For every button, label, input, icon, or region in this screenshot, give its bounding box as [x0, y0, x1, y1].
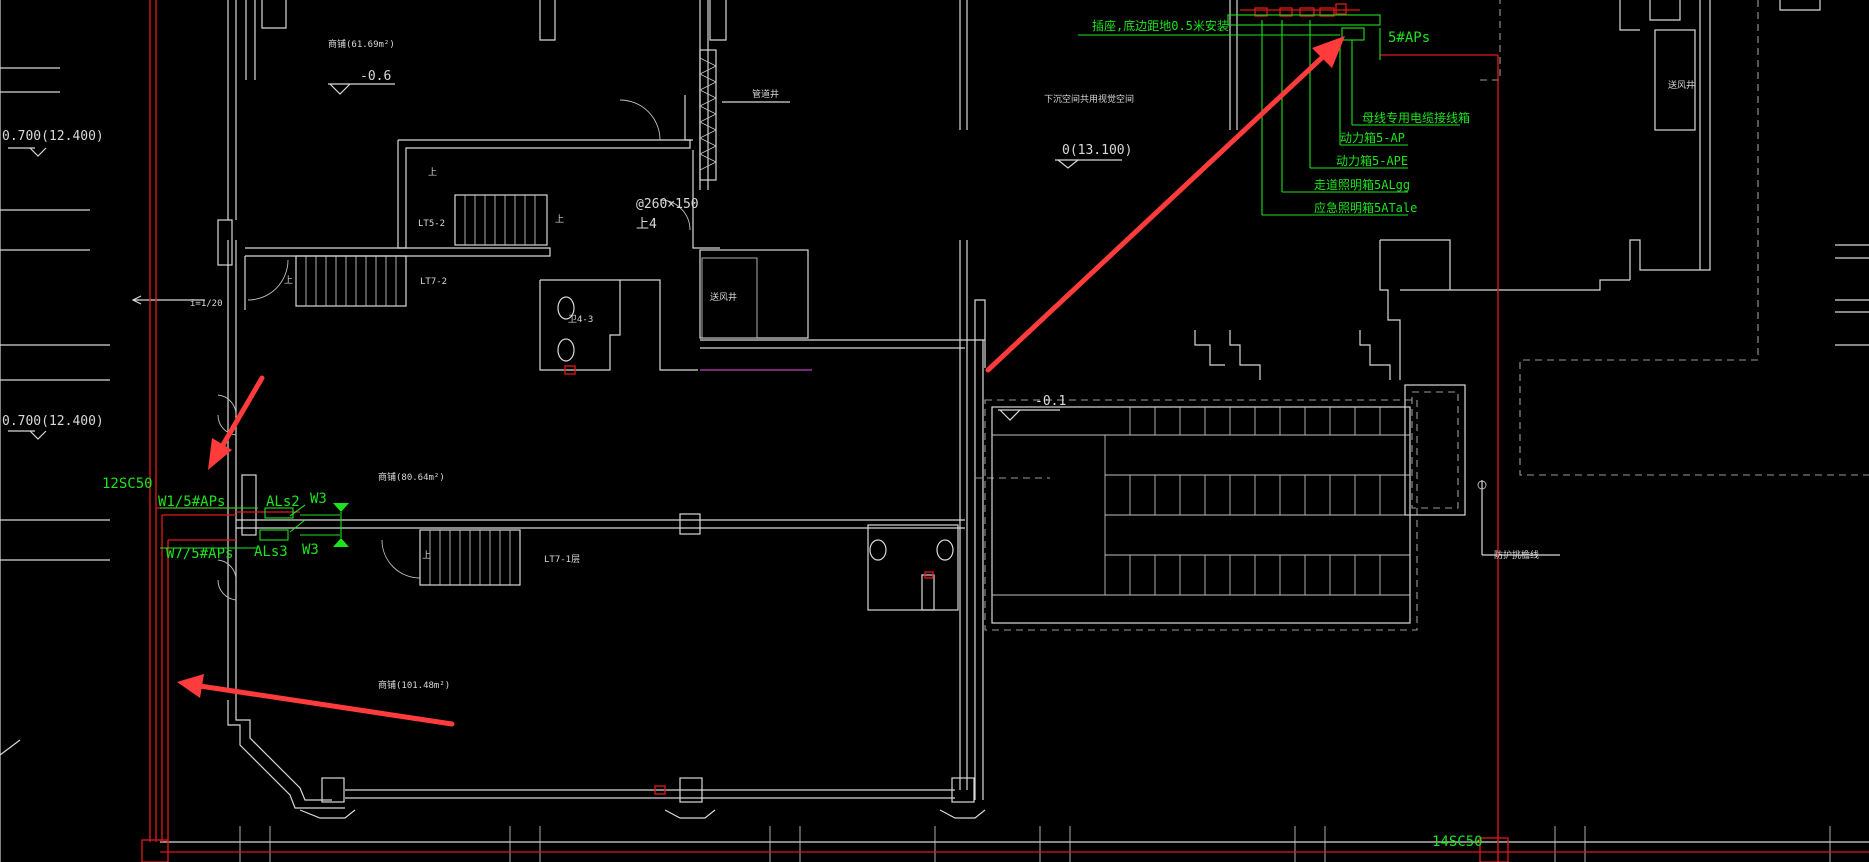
slope-label: i=1/20 — [190, 299, 223, 309]
stair-up-label: 上 — [284, 275, 293, 286]
light-fixture-icon — [333, 503, 349, 512]
level-shop-top: -0.6 — [360, 69, 391, 84]
stair-treads-lt5-2 — [464, 195, 536, 245]
green-wiring — [160, 14, 1460, 549]
building-walls — [160, 0, 1869, 862]
stair-label-lt7-2: LT7-2 — [420, 277, 447, 287]
arrow-head-icon — [1312, 36, 1345, 68]
labels: 商铺(61.69m²) -0.6 0.700(12.400) 0.700(12.… — [2, 18, 1695, 850]
stair-up-label: 上 — [428, 167, 437, 178]
room-label-unnamed-space: 下沉空间共用视觉空间 — [1044, 93, 1134, 105]
light-fixture-icon — [333, 538, 349, 547]
cable-label-left: 12SC50 — [102, 476, 153, 492]
cable-label-bottom: 14SC50 — [1432, 834, 1483, 850]
slope-indicator — [131, 295, 205, 305]
annotation-arrow-left-lower — [197, 683, 455, 727]
stair-treads-lt7-1 — [429, 530, 511, 585]
stair-label-lt7-1: LT7-1层 — [544, 554, 580, 565]
box-label-als2: ALs2 — [266, 494, 300, 510]
legend-item: 走道照明箱5ALgg — [1314, 177, 1410, 192]
left-boundary-lines — [0, 0, 110, 862]
annotation-arrow-left-upper — [217, 375, 265, 453]
stair-label-lt5-2: LT5-2 — [418, 219, 445, 229]
box-label-als3: ALs3 — [254, 544, 288, 560]
level-left-upper: 0.700(12.400) — [2, 129, 104, 144]
stair-treads-lt7-2 — [305, 256, 397, 306]
room-label-shop-bottom: 商铺(101.48m²) — [378, 679, 450, 691]
red-cable-routes — [141, 0, 1869, 862]
stair-up-label: 上 — [422, 550, 431, 561]
up4-label: 上4 — [636, 217, 657, 232]
pipe-shaft-label: 管道井 — [752, 88, 779, 100]
legend-item: 动力箱5-AP — [1340, 130, 1405, 145]
level-left-lower: 0.700(12.400) — [2, 414, 104, 429]
legend-item: 母线专用电缆接线箱 — [1362, 110, 1470, 125]
circuit-w3-top: W3 — [310, 491, 327, 507]
arrow-head-icon — [177, 674, 204, 698]
opening-label: @260×150 — [636, 197, 699, 212]
annotation-arrows — [177, 36, 1345, 727]
right-side-walls — [975, 0, 1869, 631]
arrow-head-icon — [208, 438, 232, 470]
room-label-shop-mid: 商铺(80.64m²) — [378, 471, 445, 483]
level-right-shaft: -0.1 — [1035, 394, 1066, 409]
stair-up-label: 上 — [555, 214, 564, 225]
fire-note-label: 防护挑檐线 — [1494, 549, 1539, 561]
vent-shaft-label: 送风井 — [1668, 79, 1695, 91]
annotation-arrow-top-right — [985, 49, 1331, 373]
busbar-note-label: 插座,底边距地0.5米安装 — [1092, 18, 1229, 33]
toilet-label: 卫4-3 — [568, 315, 593, 325]
circuit-w3-bottom: W3 — [302, 542, 319, 558]
circuit-label-w1: W1/5#APs — [158, 494, 225, 510]
parking-grid — [992, 407, 1410, 596]
panel-label-5apS: 5#APs — [1388, 30, 1430, 46]
level-center: 0(13.100) — [1062, 143, 1132, 158]
vent-shaft-label: 送风井 — [710, 291, 737, 303]
circuit-label-w7: W7/5#APs — [166, 546, 233, 562]
legend-item: 应急照明箱5ATale — [1314, 200, 1417, 215]
room-label-shop-top: 商铺(61.69m²) — [328, 38, 395, 50]
legend-item: 动力箱5-APE — [1336, 153, 1408, 168]
